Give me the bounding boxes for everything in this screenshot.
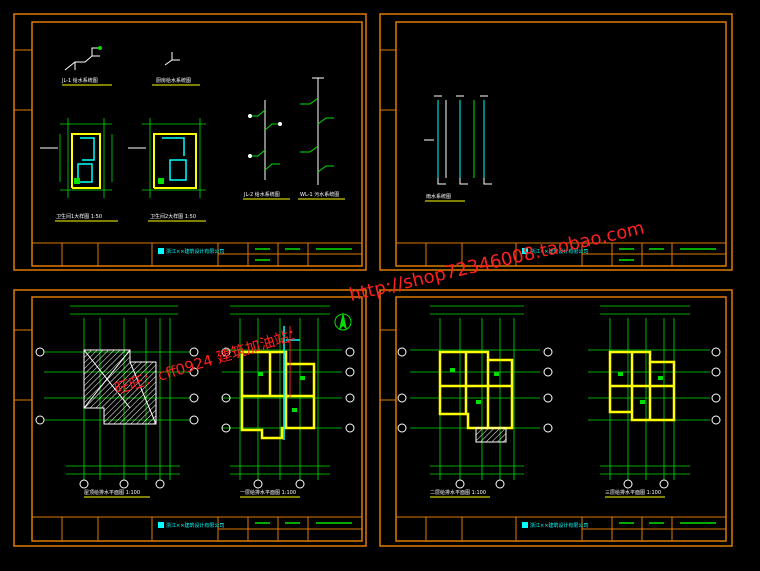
label-floor2-plan: 二层给排水平面图 1:100	[430, 490, 486, 496]
label-drain-system: 雨水系统图	[426, 194, 452, 200]
title-block-bottom-left	[31, 516, 363, 542]
floor-1-plan	[221, 305, 355, 489]
label-jl-system: JL-1 给水系统图	[62, 78, 98, 84]
title-block-top-right	[395, 242, 727, 267]
roof-plan	[35, 305, 199, 489]
bathroom-2-plan	[128, 118, 206, 198]
jl-system-diagram	[64, 46, 180, 71]
label-floor3-plan: 三层给排水平面图 1:100	[605, 490, 661, 496]
jl2-system-diagram	[248, 100, 282, 180]
label-company-top-left: 浙江××建筑设计有限公司	[166, 249, 225, 255]
label-company-bottom-right: 浙江××建筑设计有限公司	[530, 523, 589, 529]
label-wl1-system: WL-1 污水系统图	[300, 192, 340, 198]
label-roof-plan: 屋顶给排水平面图 1:100	[84, 490, 140, 496]
label-kitchen-system: 厨房给水系统图	[156, 78, 192, 84]
label-bath1-plan: 卫生间1大样图 1:50	[56, 214, 102, 220]
label-jl2-system: JL-2 给水系统图	[244, 192, 280, 198]
label-floor1-plan: 一层给排水平面图 1:100	[240, 490, 296, 496]
bathroom-1-plan	[40, 118, 113, 198]
label-bath2-plan: 卫生间2大样图 1:50	[150, 214, 196, 220]
label-company-bottom-left: 浙江××建筑设计有限公司	[166, 523, 225, 529]
label-company-top-right: 浙江××建筑设计有限公司	[530, 249, 589, 255]
title-block-bottom-right	[395, 516, 727, 542]
floor-3-plan	[588, 305, 721, 489]
floor-2-plan	[397, 305, 553, 489]
wl1-system-diagram	[300, 77, 334, 185]
drain-system-diagram	[424, 95, 492, 185]
title-block-top-left	[31, 242, 363, 267]
